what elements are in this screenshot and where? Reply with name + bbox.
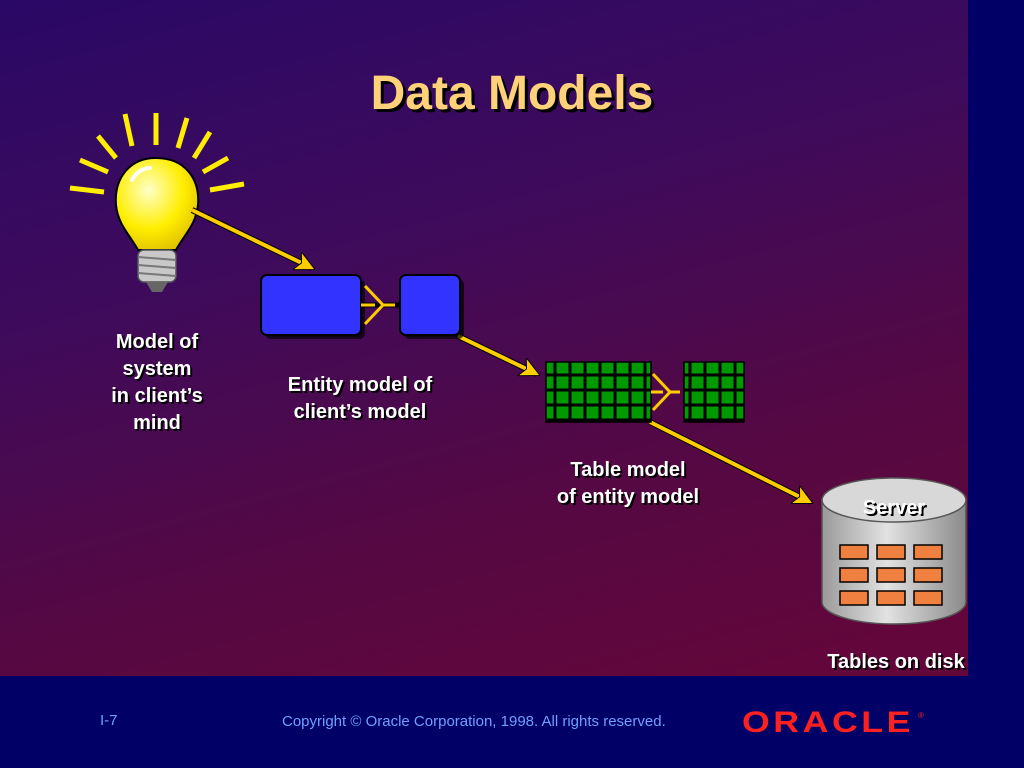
database-cylinder-icon bbox=[821, 477, 967, 625]
label-entity-model: Entity model of client’s model bbox=[287, 374, 433, 423]
page-number: I-7 bbox=[100, 712, 118, 729]
svg-text:®: ® bbox=[918, 711, 924, 720]
footer-bar bbox=[0, 676, 1024, 768]
lightbulb-icon bbox=[69, 113, 245, 292]
copyright-text: Copyright © Oracle Corporation, 1998. Al… bbox=[282, 713, 666, 730]
label-server: Server bbox=[862, 497, 926, 519]
label-tables-on-disk: Tables on disk bbox=[827, 651, 965, 673]
slide-title: Data Models bbox=[370, 67, 654, 120]
entity-model-boxes bbox=[260, 274, 464, 339]
right-band bbox=[968, 0, 1024, 676]
label-table-model: Table model of entity model bbox=[556, 459, 700, 508]
oracle-logo-text: ORACLE bbox=[742, 706, 914, 739]
label-client-mind: Model of system in client’s mind bbox=[111, 331, 203, 434]
table-model-grids bbox=[545, 361, 745, 423]
oracle-logo: ORACLE ® bbox=[742, 706, 924, 739]
slide-background bbox=[0, 0, 968, 676]
